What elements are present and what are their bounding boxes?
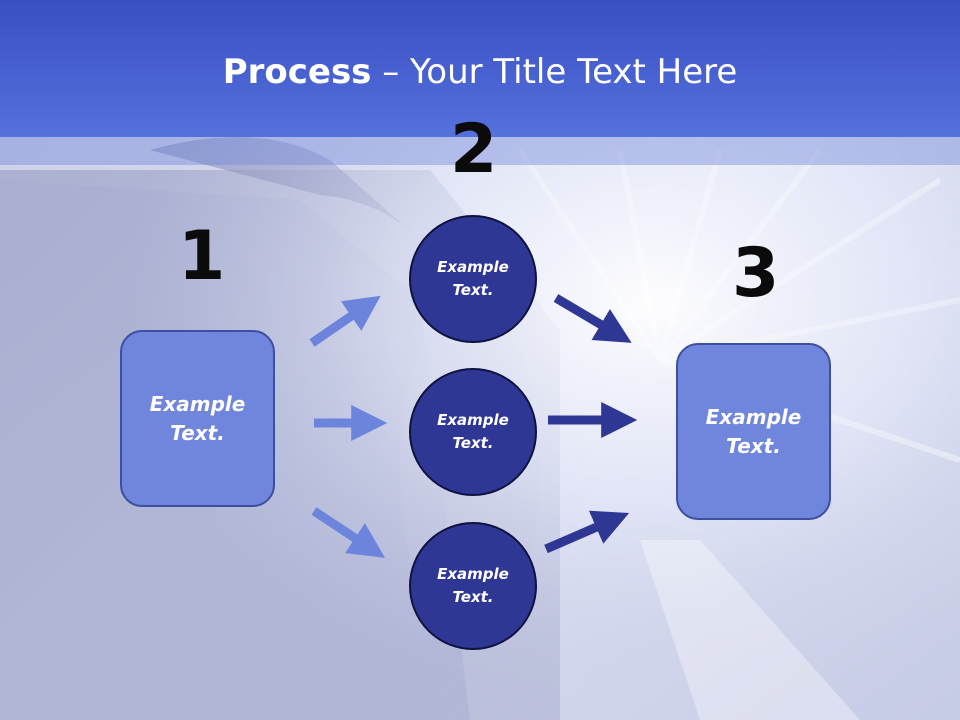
circle-top-line2: Text. (452, 281, 494, 299)
circle-bottom-line2: Text. (452, 588, 494, 606)
right-box-line2: Text. (726, 433, 781, 458)
left-box-line2: Text. (170, 420, 225, 445)
circle-middle-line1: Example (437, 411, 509, 429)
left-box-line1: Example (149, 391, 246, 416)
step-number-1: 1 (178, 217, 226, 296)
circle-top-line1: Example (437, 258, 509, 276)
slide-title: Process – Your Title Text Here (0, 52, 960, 92)
title-strip (0, 137, 960, 165)
step-number-3: 3 (732, 234, 780, 313)
circle-middle-line2: Text. (452, 434, 494, 452)
right-box-line1: Example (705, 404, 802, 429)
title-bar (0, 0, 960, 137)
step-number-2: 2 (450, 110, 498, 189)
title-bold: Process (222, 52, 372, 92)
circle-bottom-line1: Example (437, 565, 509, 583)
title-rest: – Your Title Text Here (371, 52, 738, 92)
